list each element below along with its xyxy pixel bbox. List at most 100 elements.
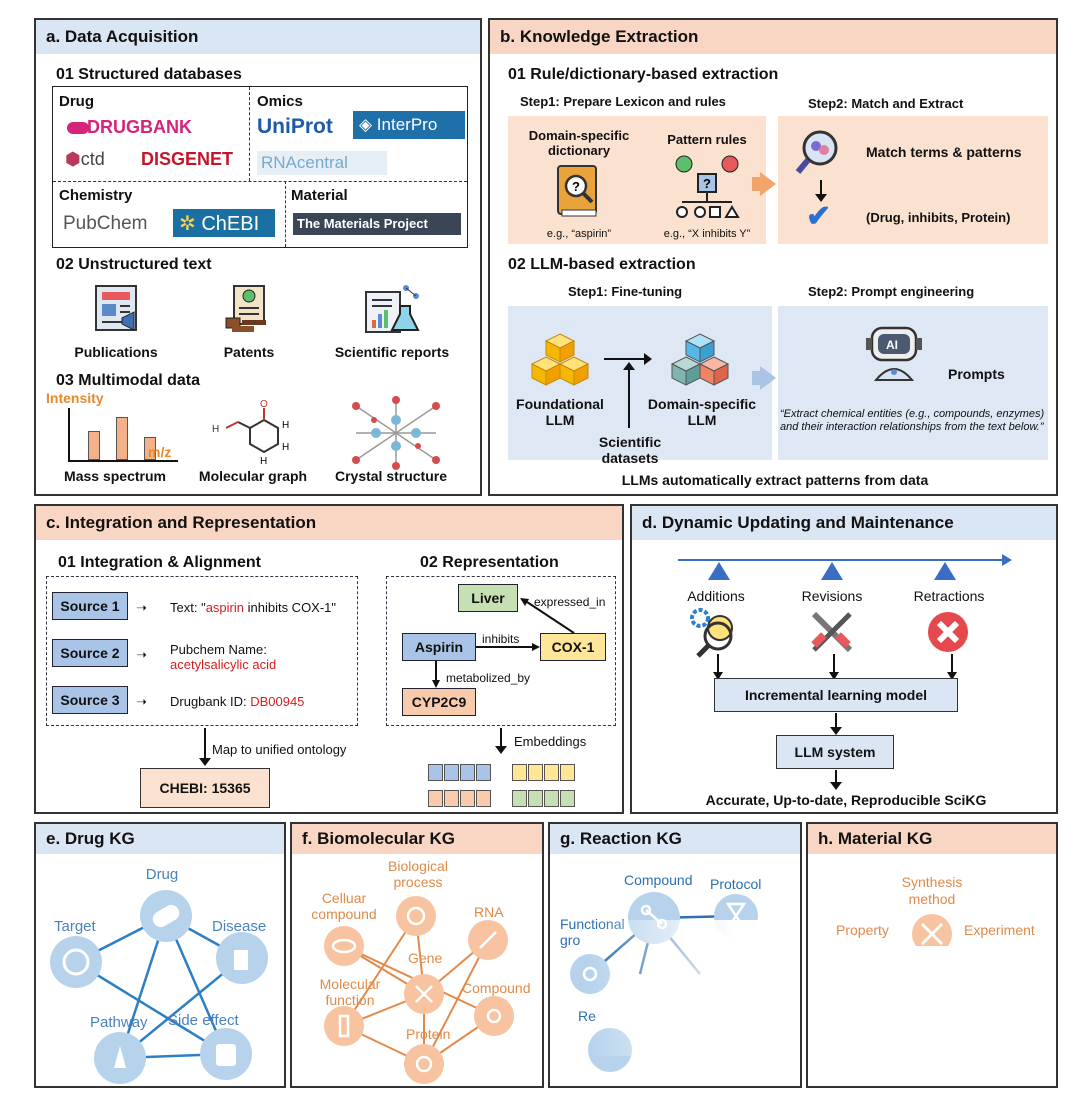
spectrum-bar	[144, 436, 156, 460]
embedding-cell	[512, 764, 527, 781]
bio-kg-graph	[324, 896, 514, 1084]
source2-value: acetylsalicylic acid	[170, 657, 277, 672]
db-grid: Drug Omics Chemistry Material DRUGBANK ⬢…	[52, 86, 468, 248]
embedding-cell	[560, 764, 575, 781]
mass-spectrum-label: Mass spectrum	[64, 468, 166, 484]
uniprot-logo: UniProt	[257, 115, 333, 138]
mz-label: m/z	[148, 444, 172, 460]
structured-db-heading: 01 Structured databases	[56, 66, 242, 83]
label-rna: RNA	[474, 904, 504, 920]
chemistry-label: Chemistry	[59, 187, 133, 204]
chebi-id-box: CHEBI: 15365	[140, 768, 270, 808]
lexicon-box	[508, 116, 766, 244]
finetune-box	[508, 306, 772, 460]
newspaper-icon	[92, 282, 142, 334]
unstructured-heading: 02 Unstructured text	[56, 256, 212, 273]
node-liver: Liver	[458, 584, 518, 612]
molecular-graph-label: Molecular graph	[198, 468, 308, 484]
arrow-right-icon	[760, 172, 776, 196]
arrow-icon: ➝	[136, 694, 147, 709]
embeddings-label: Embeddings	[514, 734, 587, 749]
panel-f-title: f. Biomolecular KG	[292, 824, 542, 854]
label-experiment: Experiment	[964, 922, 1035, 938]
panel-h-title: h. Material KG	[808, 824, 1056, 854]
pubchem-logo: PubChem	[63, 213, 148, 234]
panel-data-acquisition: a. Data Acquisition 01 Structured databa…	[34, 18, 482, 496]
edge-inhibits: inhibits	[482, 632, 520, 646]
drugbank-logo: DRUGBANK	[67, 117, 192, 138]
interpro-logo: ◈ InterPro	[353, 111, 465, 139]
materials-project-logo: The Materials Project	[293, 213, 461, 235]
reports-label: Scientific reports	[334, 344, 450, 360]
embedding-cell	[460, 790, 475, 807]
arrow-down-icon	[199, 758, 211, 766]
magnifier-icon	[794, 126, 848, 180]
edge-expressed-in: expressed_in	[534, 595, 606, 609]
timeline-arrow-icon	[1002, 554, 1012, 566]
arrow-down-icon	[830, 727, 842, 735]
step2-prompt: Step2: Prompt engineering	[808, 284, 975, 299]
mass-spectrum-plot	[68, 408, 178, 462]
svg-text:H: H	[282, 420, 289, 431]
panel-reaction-kg: g. Reaction KG Compound Protocol Functio…	[548, 822, 802, 1088]
rnacentral-logo: RNAcentral	[257, 151, 387, 175]
svg-text:H: H	[260, 456, 267, 467]
checkmark-icon: ✔	[806, 200, 832, 233]
label-disease: Disease	[212, 918, 267, 935]
label-cellular: Celluar compound	[311, 890, 377, 922]
panel-c-title: c. Integration and Representation	[36, 506, 622, 540]
panel-d-title: d. Dynamic Updating and Maintenance	[632, 506, 1056, 540]
cross-circle-icon	[924, 608, 972, 656]
label-drug: Drug	[145, 866, 179, 883]
prompts-label: Prompts	[948, 366, 1005, 382]
integration-heading: 01 Integration & Alignment	[58, 554, 261, 571]
label-bio-process: Biological process	[388, 858, 448, 890]
dictionary-label: Domain-specific dictionary	[528, 128, 630, 158]
report-icon	[362, 282, 420, 338]
llm-heading: 02 LLM-based extraction	[508, 256, 696, 273]
embedding-cell	[444, 764, 459, 781]
source2-name: Pubchem Name:	[170, 642, 267, 657]
down-arrows	[713, 654, 957, 680]
patents-label: Patents	[223, 344, 275, 360]
svg-text:H: H	[282, 442, 289, 453]
match-terms-label: Match terms & patterns	[866, 144, 1022, 160]
embedding-cell	[444, 790, 459, 807]
embedding-cell	[544, 790, 559, 807]
domain-cubes-icon	[670, 332, 730, 388]
embedding-cell	[512, 790, 527, 807]
source-1: Source 1	[52, 592, 128, 620]
arrow-down-icon	[830, 782, 842, 790]
embedding-cell	[428, 764, 443, 781]
panel-dynamic-updating: d. Dynamic Updating and Maintenance Addi…	[630, 504, 1058, 814]
embedding-grid	[428, 764, 588, 810]
panel-knowledge-extraction: b. Knowledge Extraction 01 Rule/dictiona…	[488, 18, 1058, 496]
label-molecular-function: Molecular function	[319, 976, 381, 1008]
foundational-label: Foundational LLM	[516, 396, 604, 428]
node-aspirin: Aspirin	[402, 633, 476, 661]
scikg-footer: Accurate, Up-to-date, Reproducible SciKG	[705, 792, 987, 808]
ai-text: AI	[886, 338, 898, 352]
arrow-down-icon	[815, 194, 827, 202]
retractions-label: Retractions	[913, 588, 985, 604]
label-property: Property	[836, 922, 889, 938]
step1-lexicon: Step1: Prepare Lexicon and rules	[520, 94, 726, 109]
map-label: Map to unified ontology	[212, 742, 347, 757]
panel-a-title: a. Data Acquisition	[36, 20, 480, 54]
panel-b-title: b. Knowledge Extraction	[490, 20, 1056, 54]
tools-icon	[806, 606, 858, 658]
triangle-marker-icon	[934, 562, 956, 580]
step1-finetune: Step1: Fine-tuning	[568, 284, 683, 299]
panel-g-title: g. Reaction KG	[550, 824, 800, 854]
label-target: Target	[54, 918, 96, 935]
robot-icon: AI	[864, 320, 924, 384]
crystal-label: Crystal structure	[334, 468, 448, 484]
arrow-down-icon	[495, 746, 507, 754]
label-compound: Compound	[462, 980, 531, 996]
triple-label: (Drug, inhibits, Protein)	[866, 210, 1011, 225]
embedding-cell	[528, 790, 543, 807]
edge-metabolized-by: metabolized_by	[446, 671, 531, 685]
representation-heading: 02 Representation	[420, 554, 559, 571]
source-3: Source 3	[52, 686, 128, 714]
